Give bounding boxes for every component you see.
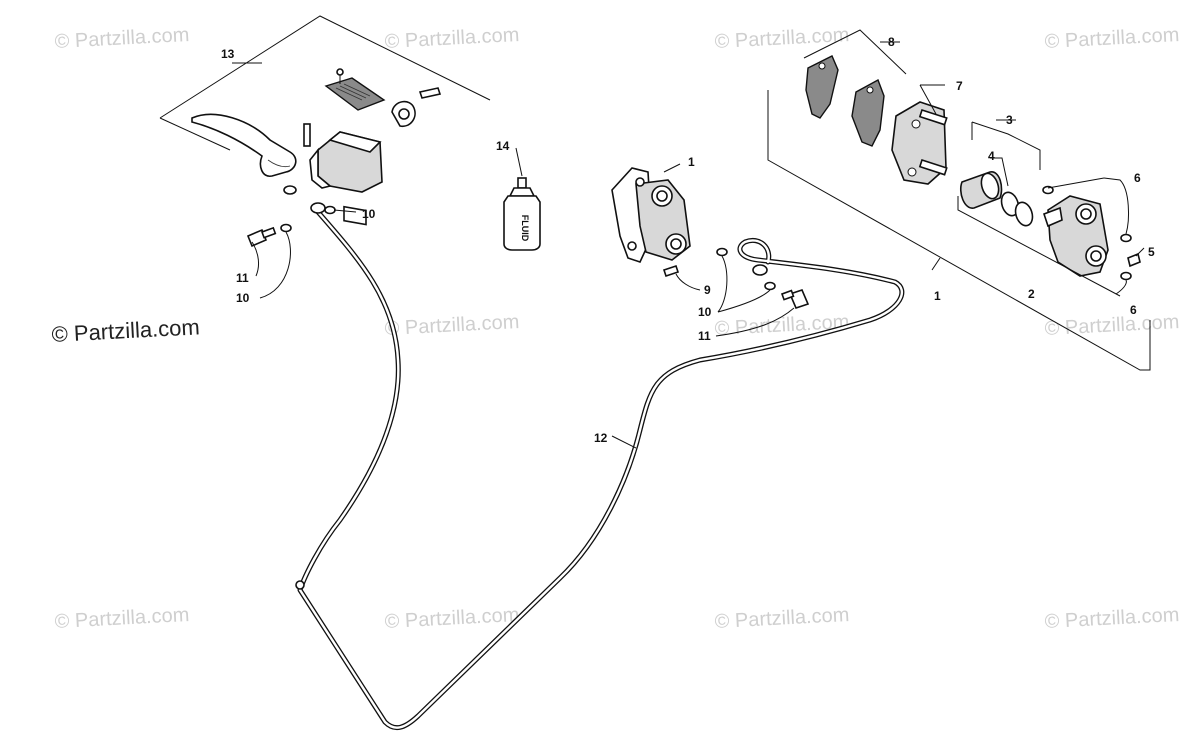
callout-3[interactable]: 3 [1006, 113, 1013, 127]
callout-7[interactable]: 7 [956, 79, 963, 93]
slide-pin-icon [918, 108, 948, 126]
watermark-text: © Partzilla.com [714, 604, 850, 633]
master-cylinder-assembly[interactable] [159, 15, 491, 226]
washer-icon [280, 223, 292, 233]
callout-1[interactable]: 1 [688, 155, 695, 169]
hose-bend-loop [295, 580, 305, 590]
banjo-fitting-icon [752, 264, 768, 276]
watermark-text: © Partzilla.com [54, 604, 190, 633]
group-bracket-2 [957, 196, 1121, 297]
watermarks: © Partzilla.com © Partzilla.com © Partzi… [51, 24, 1180, 633]
callout-labels: 13 14 1 8 7 3 4 6 5 6 2 1 9 10 11 10 11 … [221, 35, 1155, 445]
pivot-bolt-icon [303, 123, 311, 147]
watermark-text: © Partzilla.com [384, 24, 520, 53]
group-bracket-8 [803, 29, 907, 75]
watermark-main-text: © Partzilla.com [51, 314, 200, 347]
watermark-text: © Partzilla.com [1044, 311, 1180, 340]
bottle-label: FLUID [520, 215, 530, 242]
bottle-cap [517, 177, 527, 189]
callout-9[interactable]: 9 [704, 283, 711, 297]
bottle-body [503, 195, 541, 251]
callout-1[interactable]: 1 [934, 289, 941, 303]
washer-icon [1042, 185, 1054, 195]
callout-10[interactable]: 10 [698, 305, 712, 319]
washer-icon [324, 205, 336, 215]
callout-6[interactable]: 6 [1134, 171, 1141, 185]
brake-fluid-bottle[interactable]: FLUID [503, 177, 541, 251]
washer-icon [1120, 271, 1132, 281]
watermark-text: © Partzilla.com [54, 24, 190, 53]
callout-5[interactable]: 5 [1148, 245, 1155, 259]
group-bracket-3 [971, 121, 1041, 170]
callout-8[interactable]: 8 [888, 35, 895, 49]
group-bracket-1 [767, 90, 1151, 371]
watermark-text: © Partzilla.com [1044, 24, 1180, 53]
brake-pad-outer [805, 55, 839, 119]
brake-pad-inner [851, 78, 885, 147]
callout-6[interactable]: 6 [1130, 303, 1137, 317]
watermark-text: © Partzilla.com [384, 604, 520, 633]
brake-hose[interactable] [295, 209, 905, 731]
caliper-exploded-group[interactable] [767, 29, 1151, 371]
slide-pin-icon [918, 158, 948, 176]
reservoir-label-plate [324, 77, 386, 111]
callout-12[interactable]: 12 [594, 431, 608, 445]
callout-10[interactable]: 10 [236, 291, 250, 305]
callout-11[interactable]: 11 [698, 329, 711, 343]
watermark-text: © Partzilla.com [714, 24, 850, 53]
washer-icon [716, 247, 728, 257]
banjo-bolt-icon [788, 289, 810, 309]
nut-icon [283, 185, 297, 195]
watermark-text: © Partzilla.com [1044, 604, 1180, 633]
callout-13[interactable]: 13 [221, 47, 235, 61]
callout-14[interactable]: 14 [496, 139, 510, 153]
piston-seal-icon [1000, 191, 1020, 217]
washer-icon [1120, 233, 1132, 243]
watermark-text: © Partzilla.com [384, 311, 520, 340]
callout-10[interactable]: 10 [362, 207, 376, 221]
washer-icon [764, 281, 776, 291]
piston-seal-icon [1014, 201, 1034, 227]
screw-icon [336, 68, 344, 76]
clamp-bolt-icon [418, 87, 442, 99]
bleeder-screw-icon [662, 264, 680, 278]
banjo-fitting-icon [310, 202, 326, 214]
caliper-assembly[interactable] [611, 167, 810, 309]
watermark-text: © Partzilla.com [714, 311, 850, 340]
callout-2[interactable]: 2 [1028, 287, 1035, 301]
callout-leaders [232, 41, 1145, 449]
bleeder-screw-icon [1127, 252, 1141, 268]
callout-4[interactable]: 4 [988, 149, 995, 163]
brake-lever [191, 113, 297, 177]
group-bracket-13 [159, 15, 491, 119]
callout-11[interactable]: 11 [236, 271, 249, 285]
